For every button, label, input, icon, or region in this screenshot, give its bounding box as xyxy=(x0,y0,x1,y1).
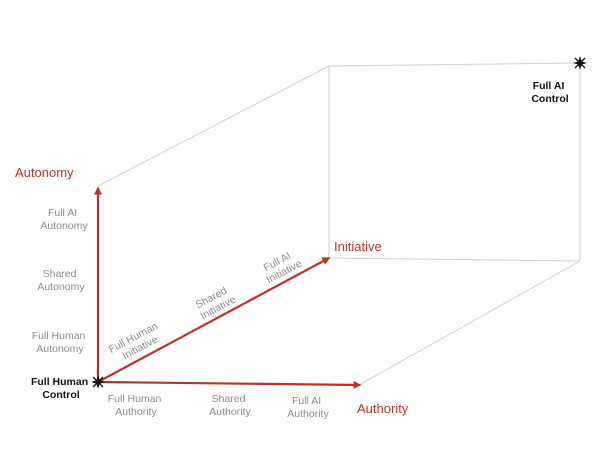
tick-line: Full Human xyxy=(108,393,162,405)
corner-line: Full Human xyxy=(31,376,88,388)
axes xyxy=(94,186,362,389)
corner-line: Control xyxy=(531,93,568,105)
initiative-axis-arrow xyxy=(97,257,331,383)
cube-wireframe xyxy=(97,62,581,386)
tick-line: Shared xyxy=(43,268,77,280)
tick-line: Full AI xyxy=(48,207,77,219)
origin-label: Full Human Control xyxy=(31,376,91,401)
initiative-tick-full-ai: Full AI Initiative xyxy=(259,247,304,286)
cube-edge xyxy=(328,257,581,262)
autonomy-ticks: Full AI Autonomy Shared Autonomy Full Hu… xyxy=(32,207,89,355)
star-icon xyxy=(91,375,105,389)
authority-tick-shared: Shared Authority xyxy=(209,393,251,418)
tick-line: Autonomy xyxy=(37,281,85,293)
initiative-tick-full-human: Full Human Initiative xyxy=(107,319,168,367)
tick-line: Full Human xyxy=(32,330,86,342)
initiative-ticks: Full Human Initiative Shared Initiative … xyxy=(107,247,304,367)
tick-line: Autonomy xyxy=(36,343,84,355)
autonomy-tick-full-human: Full Human Autonomy xyxy=(32,330,89,355)
tick-line: Authority xyxy=(209,406,251,418)
autonomy-tick-full-ai: Full AI Autonomy xyxy=(40,207,88,232)
authority-tick-full-human: Full Human Authority xyxy=(108,393,165,418)
initiative-axis-title: Initiative xyxy=(334,239,382,254)
tick-line: Autonomy xyxy=(40,220,88,232)
star-icon xyxy=(573,56,587,70)
autonomy-tick-shared: Shared Autonomy xyxy=(37,268,85,293)
initiative-tick-shared: Shared Initiative xyxy=(193,283,238,322)
authority-tick-full-ai: Full AI Authority xyxy=(287,395,329,420)
corner-line: Full AI xyxy=(533,80,565,92)
authority-axis-arrow xyxy=(97,380,362,389)
tick-line: Authority xyxy=(287,408,329,420)
corner-line: Control xyxy=(42,389,79,401)
tick-line: Authority xyxy=(115,406,157,418)
authority-ticks: Full Human Authority Shared Authority Fu… xyxy=(108,393,330,420)
cube-edge xyxy=(358,260,581,386)
cube-edge xyxy=(97,65,330,187)
autonomy-axis-title: Autonomy xyxy=(15,165,74,180)
far-corner-label: Full AI Control xyxy=(531,80,568,105)
tick-line: Shared xyxy=(212,393,246,405)
authority-axis-title: Authority xyxy=(357,401,409,416)
cube-edge xyxy=(328,62,581,67)
tick-line: Full AI xyxy=(292,395,321,407)
